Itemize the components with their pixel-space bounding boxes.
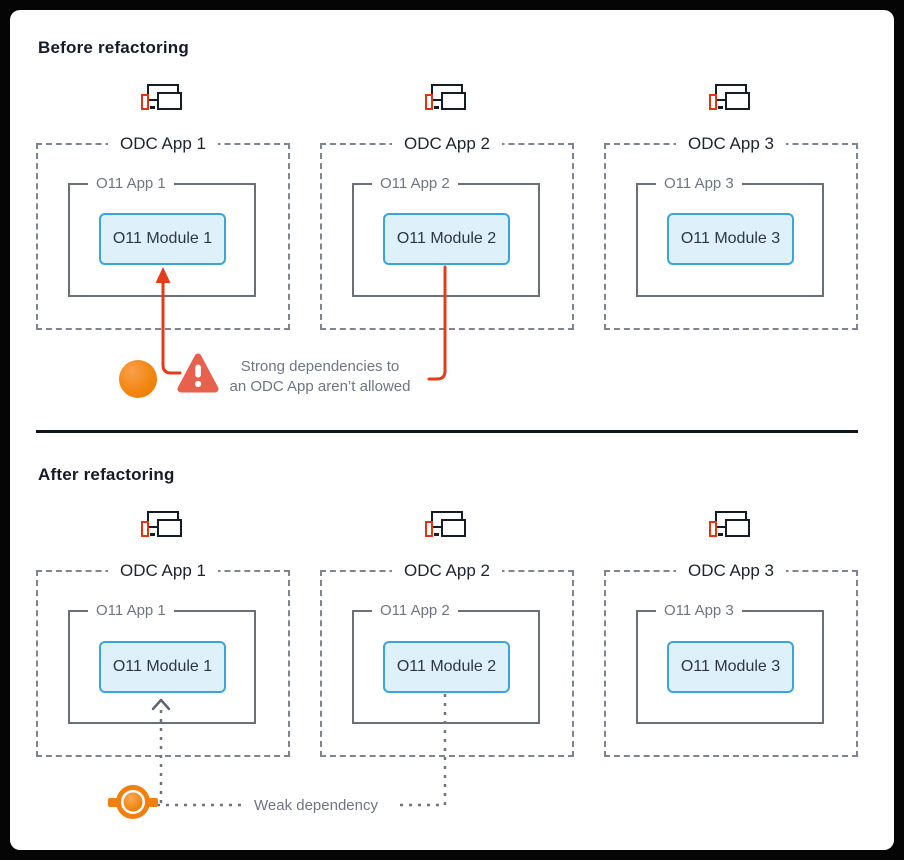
odc-app-label: ODC App 1 xyxy=(108,560,218,582)
o11-app-label: O11 App 2 xyxy=(372,601,458,621)
odc-app-label: ODC App 1 xyxy=(108,133,218,155)
strong-dependency-note-line1: Strong dependencies to xyxy=(240,358,400,375)
o11-app-label: O11 App 3 xyxy=(656,174,742,194)
tablet-shape xyxy=(441,92,466,110)
odc-app-box: ODC App 2 xyxy=(320,560,574,757)
o11-module-label: O11 Module 3 xyxy=(680,658,781,675)
o11-module-label: O11 Module 2 xyxy=(396,658,497,675)
dash-shape xyxy=(150,106,155,109)
devices-icon xyxy=(425,511,467,540)
dash-shape xyxy=(718,106,723,109)
o11-app-label: O11 App 2 xyxy=(372,174,458,194)
devices-icon xyxy=(141,511,183,540)
after-section-title: After refactoring xyxy=(38,465,175,484)
phone-shape xyxy=(709,94,717,110)
o11-module-label: O11 Module 2 xyxy=(396,230,497,247)
o11-app-label: O11 App 3 xyxy=(656,601,742,621)
odc-app-label: ODC App 3 xyxy=(676,560,786,582)
odc-app-box: ODC App 1 xyxy=(36,560,290,757)
tablet-shape xyxy=(157,92,182,110)
odc-app-box: ODC App 2 xyxy=(320,133,574,330)
phone-shape xyxy=(709,521,717,537)
o11-app-label: O11 App 1 xyxy=(88,174,174,194)
o11-module-box: O11 Module 1 xyxy=(99,641,226,693)
odc-app-box: ODC App 3 xyxy=(604,133,858,330)
tablet-shape xyxy=(725,519,750,537)
strong-dependency-note: Strong dependencies to an ODC App aren’t… xyxy=(210,357,430,397)
dash-shape xyxy=(434,533,439,536)
odc-app-label: ODC App 2 xyxy=(392,133,502,155)
orange-dot-icon xyxy=(119,360,157,398)
devices-icon xyxy=(425,84,467,113)
section-divider xyxy=(36,430,858,433)
devices-icon xyxy=(141,84,183,113)
devices-icon xyxy=(709,84,751,113)
o11-module-box: O11 Module 2 xyxy=(383,641,510,693)
before-section-title: Before refactoring xyxy=(38,38,189,57)
o11-module-label: O11 Module 1 xyxy=(112,230,213,247)
phone-shape xyxy=(141,521,149,537)
tablet-shape xyxy=(725,92,750,110)
o11-module-box: O11 Module 2 xyxy=(383,213,510,265)
strong-dependency-note-line2: an ODC App aren’t allowed xyxy=(229,378,411,395)
dash-shape xyxy=(150,533,155,536)
odc-app-label: ODC App 2 xyxy=(392,560,502,582)
devices-icon xyxy=(709,511,751,540)
o11-module-box: O11 Module 1 xyxy=(99,213,226,265)
odc-app-label: ODC App 3 xyxy=(676,133,786,155)
o11-app-label: O11 App 1 xyxy=(88,601,174,621)
dash-shape xyxy=(434,106,439,109)
o11-module-box: O11 Module 3 xyxy=(667,213,794,265)
tablet-shape xyxy=(441,519,466,537)
o11-module-label: O11 Module 1 xyxy=(112,658,213,675)
weak-dependency-label: Weak dependency xyxy=(254,797,378,814)
phone-shape xyxy=(425,94,433,110)
o11-module-label: O11 Module 3 xyxy=(680,230,781,247)
dash-shape xyxy=(718,533,723,536)
o11-module-box: O11 Module 3 xyxy=(667,641,794,693)
phone-shape xyxy=(141,94,149,110)
odc-app-box: ODC App 3 xyxy=(604,560,858,757)
phone-shape xyxy=(425,521,433,537)
tablet-shape xyxy=(157,519,182,537)
